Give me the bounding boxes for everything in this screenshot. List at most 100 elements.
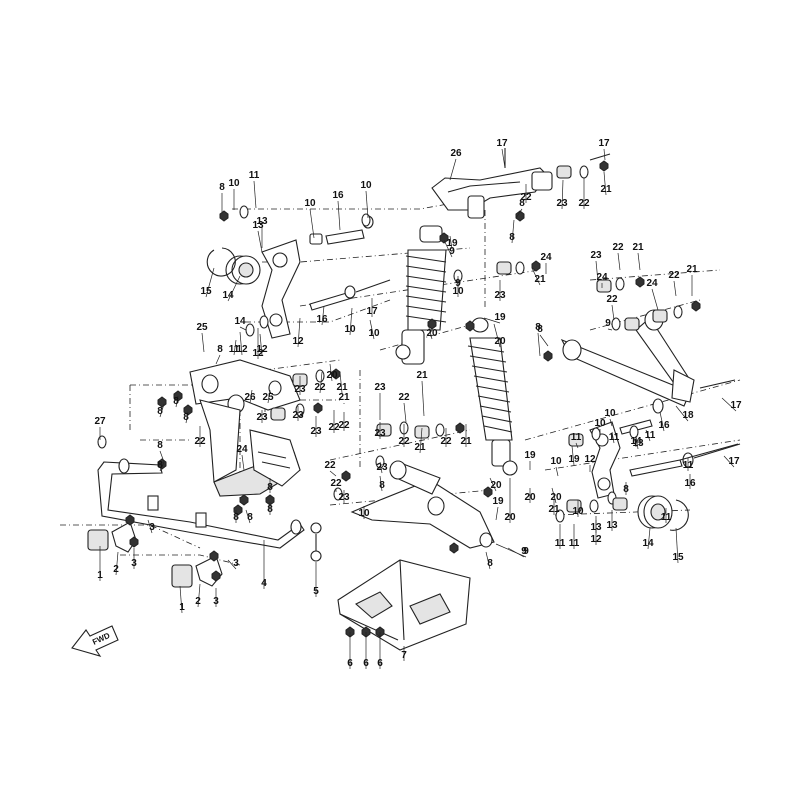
callout-6: 6 <box>377 658 383 669</box>
nut-glyph <box>209 550 219 562</box>
callout-2: 2 <box>113 564 119 575</box>
washer-glyph <box>615 277 625 291</box>
callout-leader <box>329 363 333 382</box>
callout-20: 20 <box>504 512 516 523</box>
callout-10: 10 <box>452 286 464 297</box>
callout-22: 22 <box>330 478 342 489</box>
callout-8: 8 <box>217 344 223 355</box>
callout-leader <box>337 200 341 231</box>
nut-glyph <box>265 494 275 506</box>
nut-glyph <box>531 260 541 272</box>
nut-glyph <box>125 514 135 526</box>
callout-16: 16 <box>332 190 344 201</box>
callout-16: 16 <box>658 420 670 431</box>
lower-frame-left <box>199 399 301 497</box>
callout-leader <box>489 477 497 492</box>
callout-leader <box>659 411 665 432</box>
callout-22: 22 <box>314 382 326 393</box>
callout-23: 23 <box>338 492 350 503</box>
callout-10: 10 <box>360 180 372 191</box>
callout-22: 22 <box>578 198 590 209</box>
callout-21: 21 <box>686 264 698 275</box>
callout-6: 6 <box>347 658 353 669</box>
callout-22: 22 <box>398 392 410 403</box>
callout-leader <box>575 442 579 449</box>
callout-2: 2 <box>195 596 201 607</box>
callout-25: 25 <box>196 322 208 333</box>
callout-12: 12 <box>256 344 268 355</box>
callout-22: 22 <box>338 420 350 431</box>
nut-glyph <box>465 320 475 332</box>
washer-glyph <box>259 315 269 329</box>
callout-leader <box>603 148 606 161</box>
callout-leader <box>257 230 263 253</box>
callout-9: 9 <box>521 546 527 557</box>
callout-leader <box>537 332 541 357</box>
bushing-glyph <box>652 309 668 323</box>
callout-leader <box>595 260 599 283</box>
callout-8: 8 <box>519 198 525 209</box>
bushing-glyph <box>568 433 584 447</box>
washer-glyph <box>315 369 325 383</box>
callout-21: 21 <box>548 504 560 515</box>
callout-leader <box>561 179 564 210</box>
callout-22: 22 <box>194 436 206 447</box>
callout-8: 8 <box>173 396 179 407</box>
nut-glyph <box>211 570 221 582</box>
callout-leader <box>485 551 491 570</box>
nut-glyph <box>129 536 139 548</box>
nut-glyph <box>635 276 645 288</box>
callout-leader <box>449 158 457 181</box>
callout-leader <box>721 397 737 412</box>
callout-4: 4 <box>261 578 267 589</box>
callout-leader <box>201 332 205 353</box>
callout-9: 9 <box>449 246 455 257</box>
callout-16: 16 <box>316 314 328 325</box>
callout-leader <box>259 333 263 356</box>
callout-leader <box>147 519 153 534</box>
callout-7: 7 <box>401 650 407 661</box>
callout-8: 8 <box>247 512 253 523</box>
callout-leader <box>651 288 659 311</box>
callout-3: 3 <box>149 522 155 533</box>
knuckle-left <box>261 239 301 339</box>
callout-leader <box>227 559 237 570</box>
callout-10: 10 <box>228 178 240 189</box>
callout-23: 23 <box>376 462 388 473</box>
nut-glyph <box>341 470 351 482</box>
callout-21: 21 <box>414 442 426 453</box>
callout-8: 8 <box>509 232 515 243</box>
callout-21: 21 <box>534 274 546 285</box>
callout-19: 19 <box>492 496 504 507</box>
callout-9: 9 <box>523 546 529 557</box>
callout-17: 17 <box>496 138 508 149</box>
callout-25: 25 <box>262 392 274 403</box>
parts-drawing <box>71 148 741 657</box>
callout-22: 22 <box>440 436 452 447</box>
callout-22: 22 <box>612 242 624 253</box>
callout-leader <box>555 466 559 477</box>
callout-11: 11 <box>609 432 620 443</box>
callout-leader <box>647 527 651 550</box>
callout-leader <box>319 371 323 394</box>
callout-leader <box>379 475 383 492</box>
callout-18: 18 <box>682 410 694 421</box>
callout-leader <box>267 389 271 404</box>
callout-leader <box>603 171 607 196</box>
callout-8: 8 <box>487 558 493 569</box>
nut-glyph <box>183 404 193 416</box>
callout-12: 12 <box>252 348 264 359</box>
callout-15: 15 <box>200 286 212 297</box>
callout-leader <box>185 411 189 424</box>
callout-11: 11 <box>229 344 240 355</box>
callout-19: 19 <box>524 450 536 461</box>
callout-leader <box>443 239 453 258</box>
callout-21: 21 <box>416 370 428 381</box>
callout-leader <box>159 461 165 472</box>
upper-arm-18 <box>560 309 695 407</box>
callout-leader <box>339 371 343 394</box>
callout-23: 23 <box>256 412 268 423</box>
callout-24: 24 <box>540 252 552 263</box>
callout-11: 11 <box>555 538 566 549</box>
callout-8: 8 <box>537 324 543 335</box>
